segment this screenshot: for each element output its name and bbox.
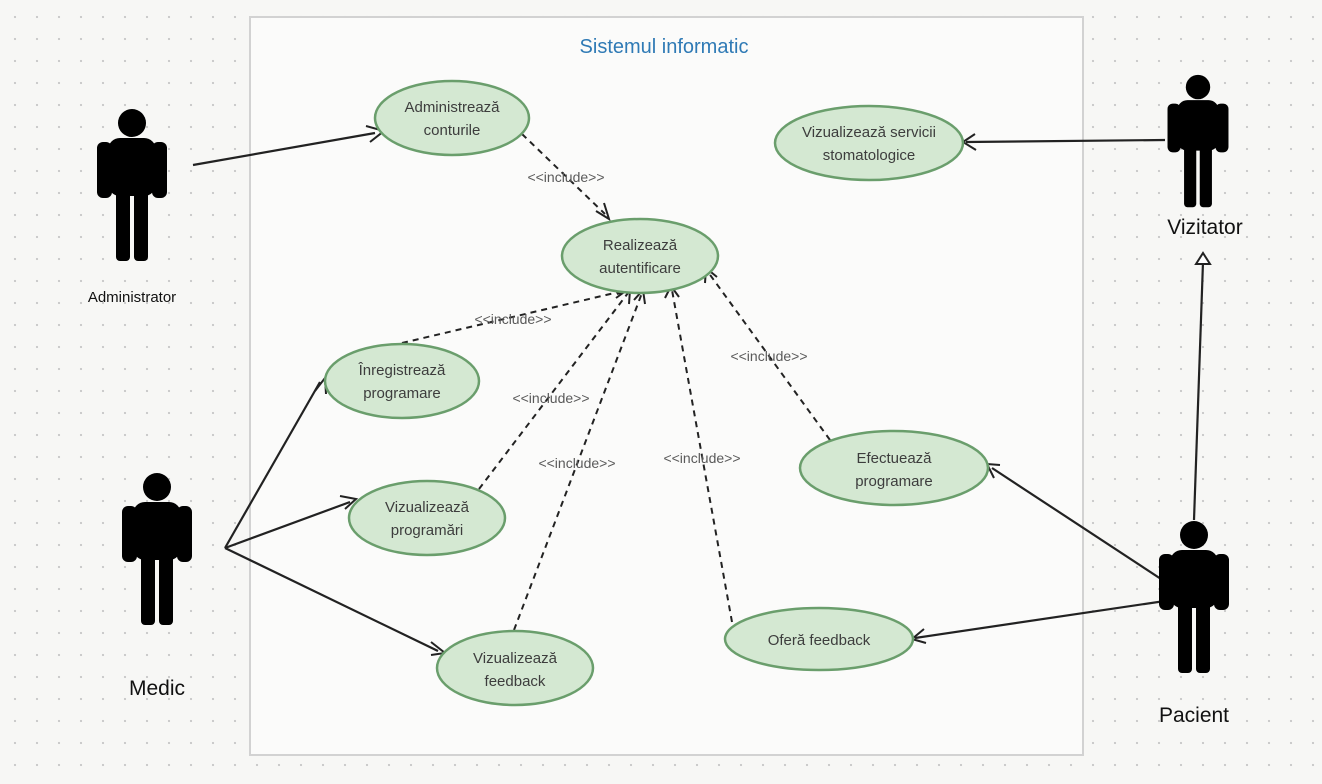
actor-label-vizitator: Vizitator bbox=[1167, 216, 1242, 239]
assoc-medic-vizualizeaza-feedback[interactable] bbox=[224, 547, 439, 652]
medic-figure-icon bbox=[122, 473, 192, 625]
actor-label-medic: Medic bbox=[129, 677, 185, 700]
use-case-label-line: stomatologice bbox=[823, 147, 916, 164]
include-label-3: <<include>> bbox=[512, 390, 589, 406]
use-case-vizualizeaza-feedback[interactable]: Vizualizează feedback bbox=[435, 629, 595, 707]
use-case-label-line: Vizualizează servicii bbox=[802, 124, 936, 141]
use-case-label-line: Administrează bbox=[404, 99, 500, 116]
assoc-medic-vizualizeaza-programari[interactable] bbox=[224, 500, 351, 550]
use-case-administreaza-conturile[interactable]: Administrează conturile bbox=[373, 79, 531, 157]
use-case-label-line: Realizează bbox=[603, 237, 678, 254]
actor-label-administrator: Administrator bbox=[88, 289, 176, 306]
system-title: Sistemul informatic bbox=[580, 36, 749, 58]
use-case-vizualizeaza-programari[interactable]: Vizualizează programări bbox=[347, 479, 507, 557]
use-case-efectueaza-programare[interactable]: Efectuează programare bbox=[798, 429, 990, 507]
assoc-pacient-ofera-feedback[interactable] bbox=[914, 596, 1186, 640]
include-vizualizeaza-feedback-autentificare[interactable] bbox=[513, 292, 643, 631]
generalization-pacient-vizitator[interactable] bbox=[1192, 261, 1205, 521]
use-case-label-line: Vizualizează bbox=[385, 499, 470, 516]
use-case-label-line: Oferă feedback bbox=[768, 632, 871, 649]
use-case-ofera-feedback[interactable]: Oferă feedback bbox=[723, 606, 915, 672]
include-label-4: <<include>> bbox=[538, 455, 615, 471]
use-case-label-line: Vizualizează bbox=[473, 650, 558, 667]
assoc-vizitator-servicii[interactable] bbox=[965, 138, 1166, 144]
pacient-figure-icon bbox=[1159, 521, 1229, 673]
assoc-medic-inregistreaza[interactable] bbox=[224, 381, 321, 549]
use-case-label-line: conturile bbox=[424, 122, 481, 139]
associations bbox=[192, 131, 1205, 652]
use-case-realizeaza-autentificare[interactable]: Realizează autentificare bbox=[560, 217, 720, 295]
use-case-label-line: Înregistrează bbox=[358, 362, 446, 379]
use-case-label-line: programări bbox=[391, 522, 464, 539]
actor-administrator[interactable]: Administrator bbox=[88, 109, 176, 306]
include-vizualizeaza-programari-autentificare[interactable] bbox=[478, 292, 629, 490]
use-case-label-line: Efectuează bbox=[856, 450, 932, 467]
include-label-6: <<include>> bbox=[730, 348, 807, 364]
actor-label-pacient: Pacient bbox=[1159, 704, 1229, 727]
use-case-label-line: feedback bbox=[485, 673, 546, 690]
use-case-inregistreaza-programare[interactable]: Înregistrează programare bbox=[323, 342, 481, 420]
include-ofera-feedback-autentificare[interactable] bbox=[671, 289, 733, 623]
include-inregistreaza-autentificare[interactable] bbox=[401, 290, 624, 344]
use-case-label-line: autentificare bbox=[599, 260, 681, 277]
include-relations bbox=[401, 133, 831, 631]
include-efectueaza-autentificare[interactable] bbox=[707, 271, 831, 441]
include-label-1: <<include>> bbox=[527, 169, 604, 185]
assoc-administrator-administreaza[interactable] bbox=[192, 131, 376, 167]
actor-medic[interactable]: Medic bbox=[122, 473, 192, 700]
vizitator-figure-icon bbox=[1167, 74, 1229, 208]
actor-vizitator[interactable]: Vizitator bbox=[1167, 74, 1243, 239]
include-administreaza-autentificare[interactable] bbox=[521, 133, 606, 215]
use-case-label-line: programare bbox=[363, 385, 441, 402]
include-label-2: <<include>> bbox=[474, 311, 551, 327]
actor-pacient[interactable]: Pacient bbox=[1159, 521, 1229, 727]
use-case-vizualizeaza-servicii[interactable]: Vizualizează servicii stomatologice bbox=[773, 104, 965, 182]
include-labels: <<include>> <<include>> <<include>> <<in… bbox=[474, 169, 807, 471]
use-case-label-line: programare bbox=[855, 473, 933, 490]
include-label-5: <<include>> bbox=[663, 450, 740, 466]
administrator-figure-icon bbox=[97, 109, 167, 261]
